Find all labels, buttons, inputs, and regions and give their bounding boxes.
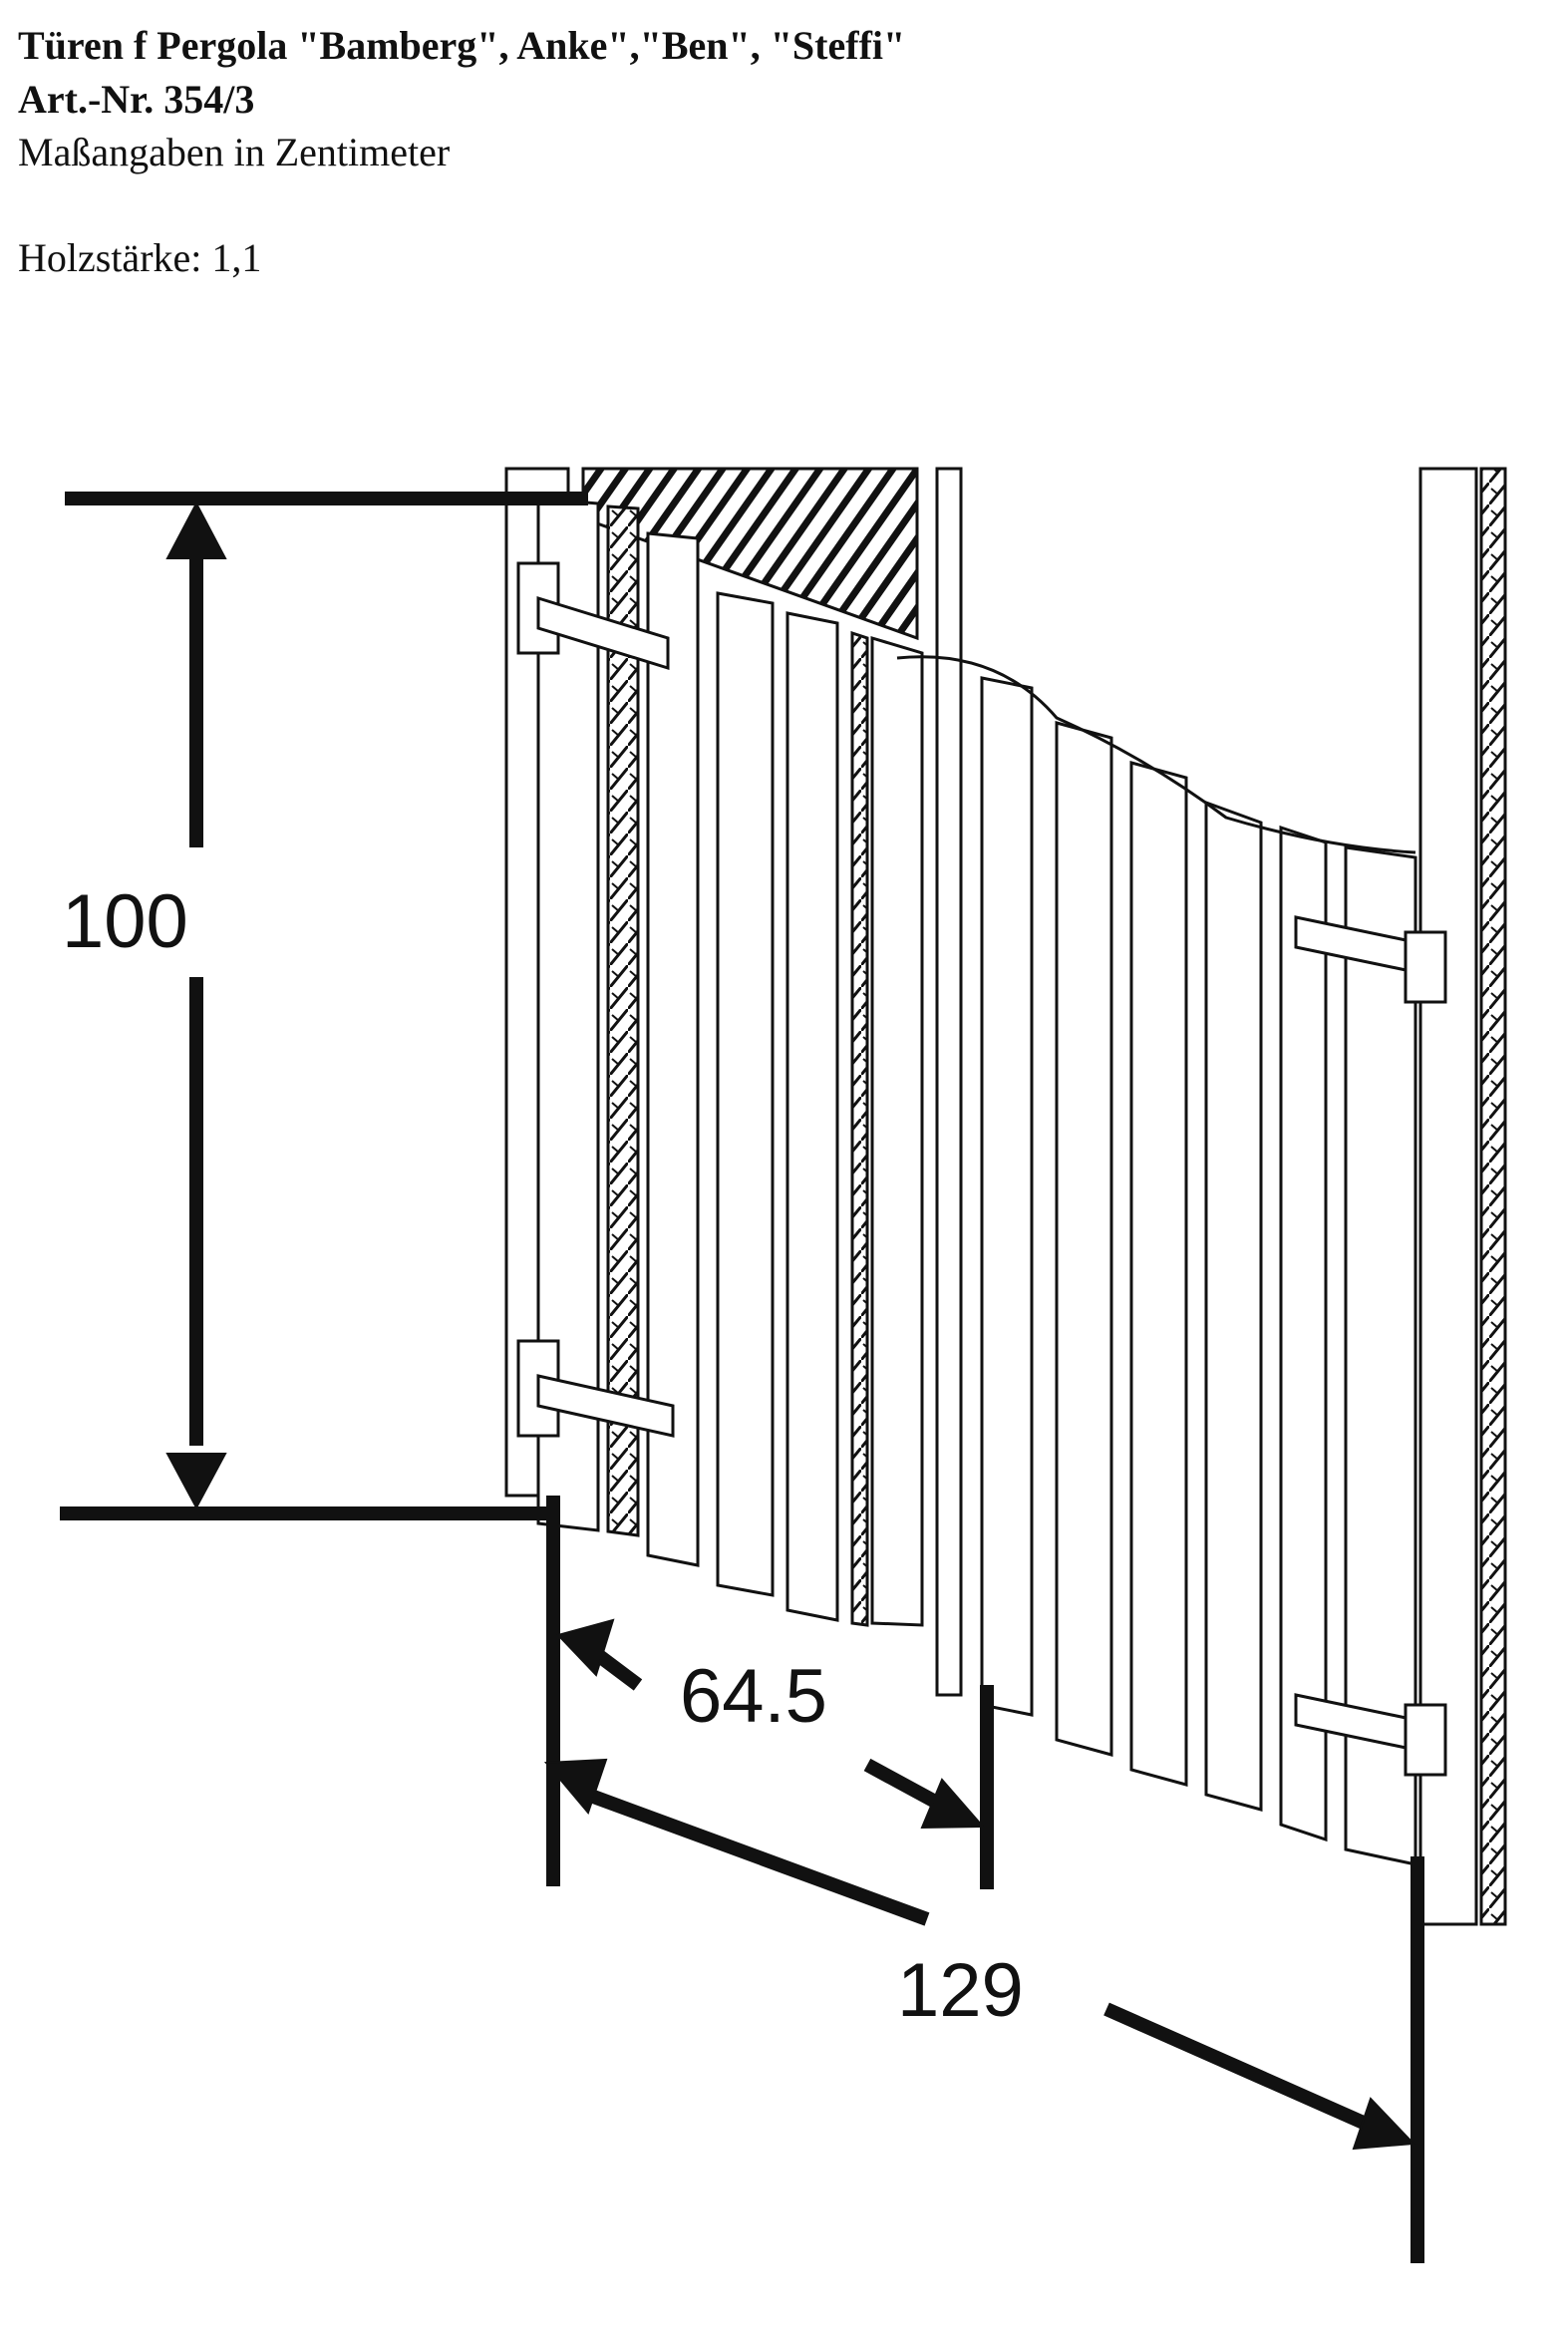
article-number: Art.-Nr. 354/3 — [18, 77, 255, 122]
single-door-width-label: 64.5 — [680, 1654, 827, 1739]
height-dimension-label: 100 — [62, 879, 188, 964]
left-door-panel — [516, 497, 924, 1627]
total-width-label: 129 — [897, 1948, 1024, 2033]
units-note: Maßangaben in Zentimeter — [18, 130, 451, 174]
right-door-panel — [896, 655, 1447, 1866]
height-label-background — [80, 847, 329, 977]
arrowhead-64-left — [556, 1618, 615, 1677]
arrowhead-64-right — [920, 1778, 986, 1830]
document-header: Türen f Pergola "Bamberg", Anke","Ben", … — [18, 18, 905, 285]
dimension-lines — [60, 492, 1424, 2263]
arrowhead-top — [165, 501, 227, 559]
document-title: Türen f Pergola "Bamberg", Anke","Ben", … — [18, 23, 906, 68]
arrowhead-129-right — [1352, 2097, 1416, 2151]
wood-thickness: Holzstärke: 1,1 — [18, 235, 262, 280]
arrowhead-129-left — [543, 1758, 608, 1816]
arrowhead-bottom — [165, 1453, 227, 1510]
